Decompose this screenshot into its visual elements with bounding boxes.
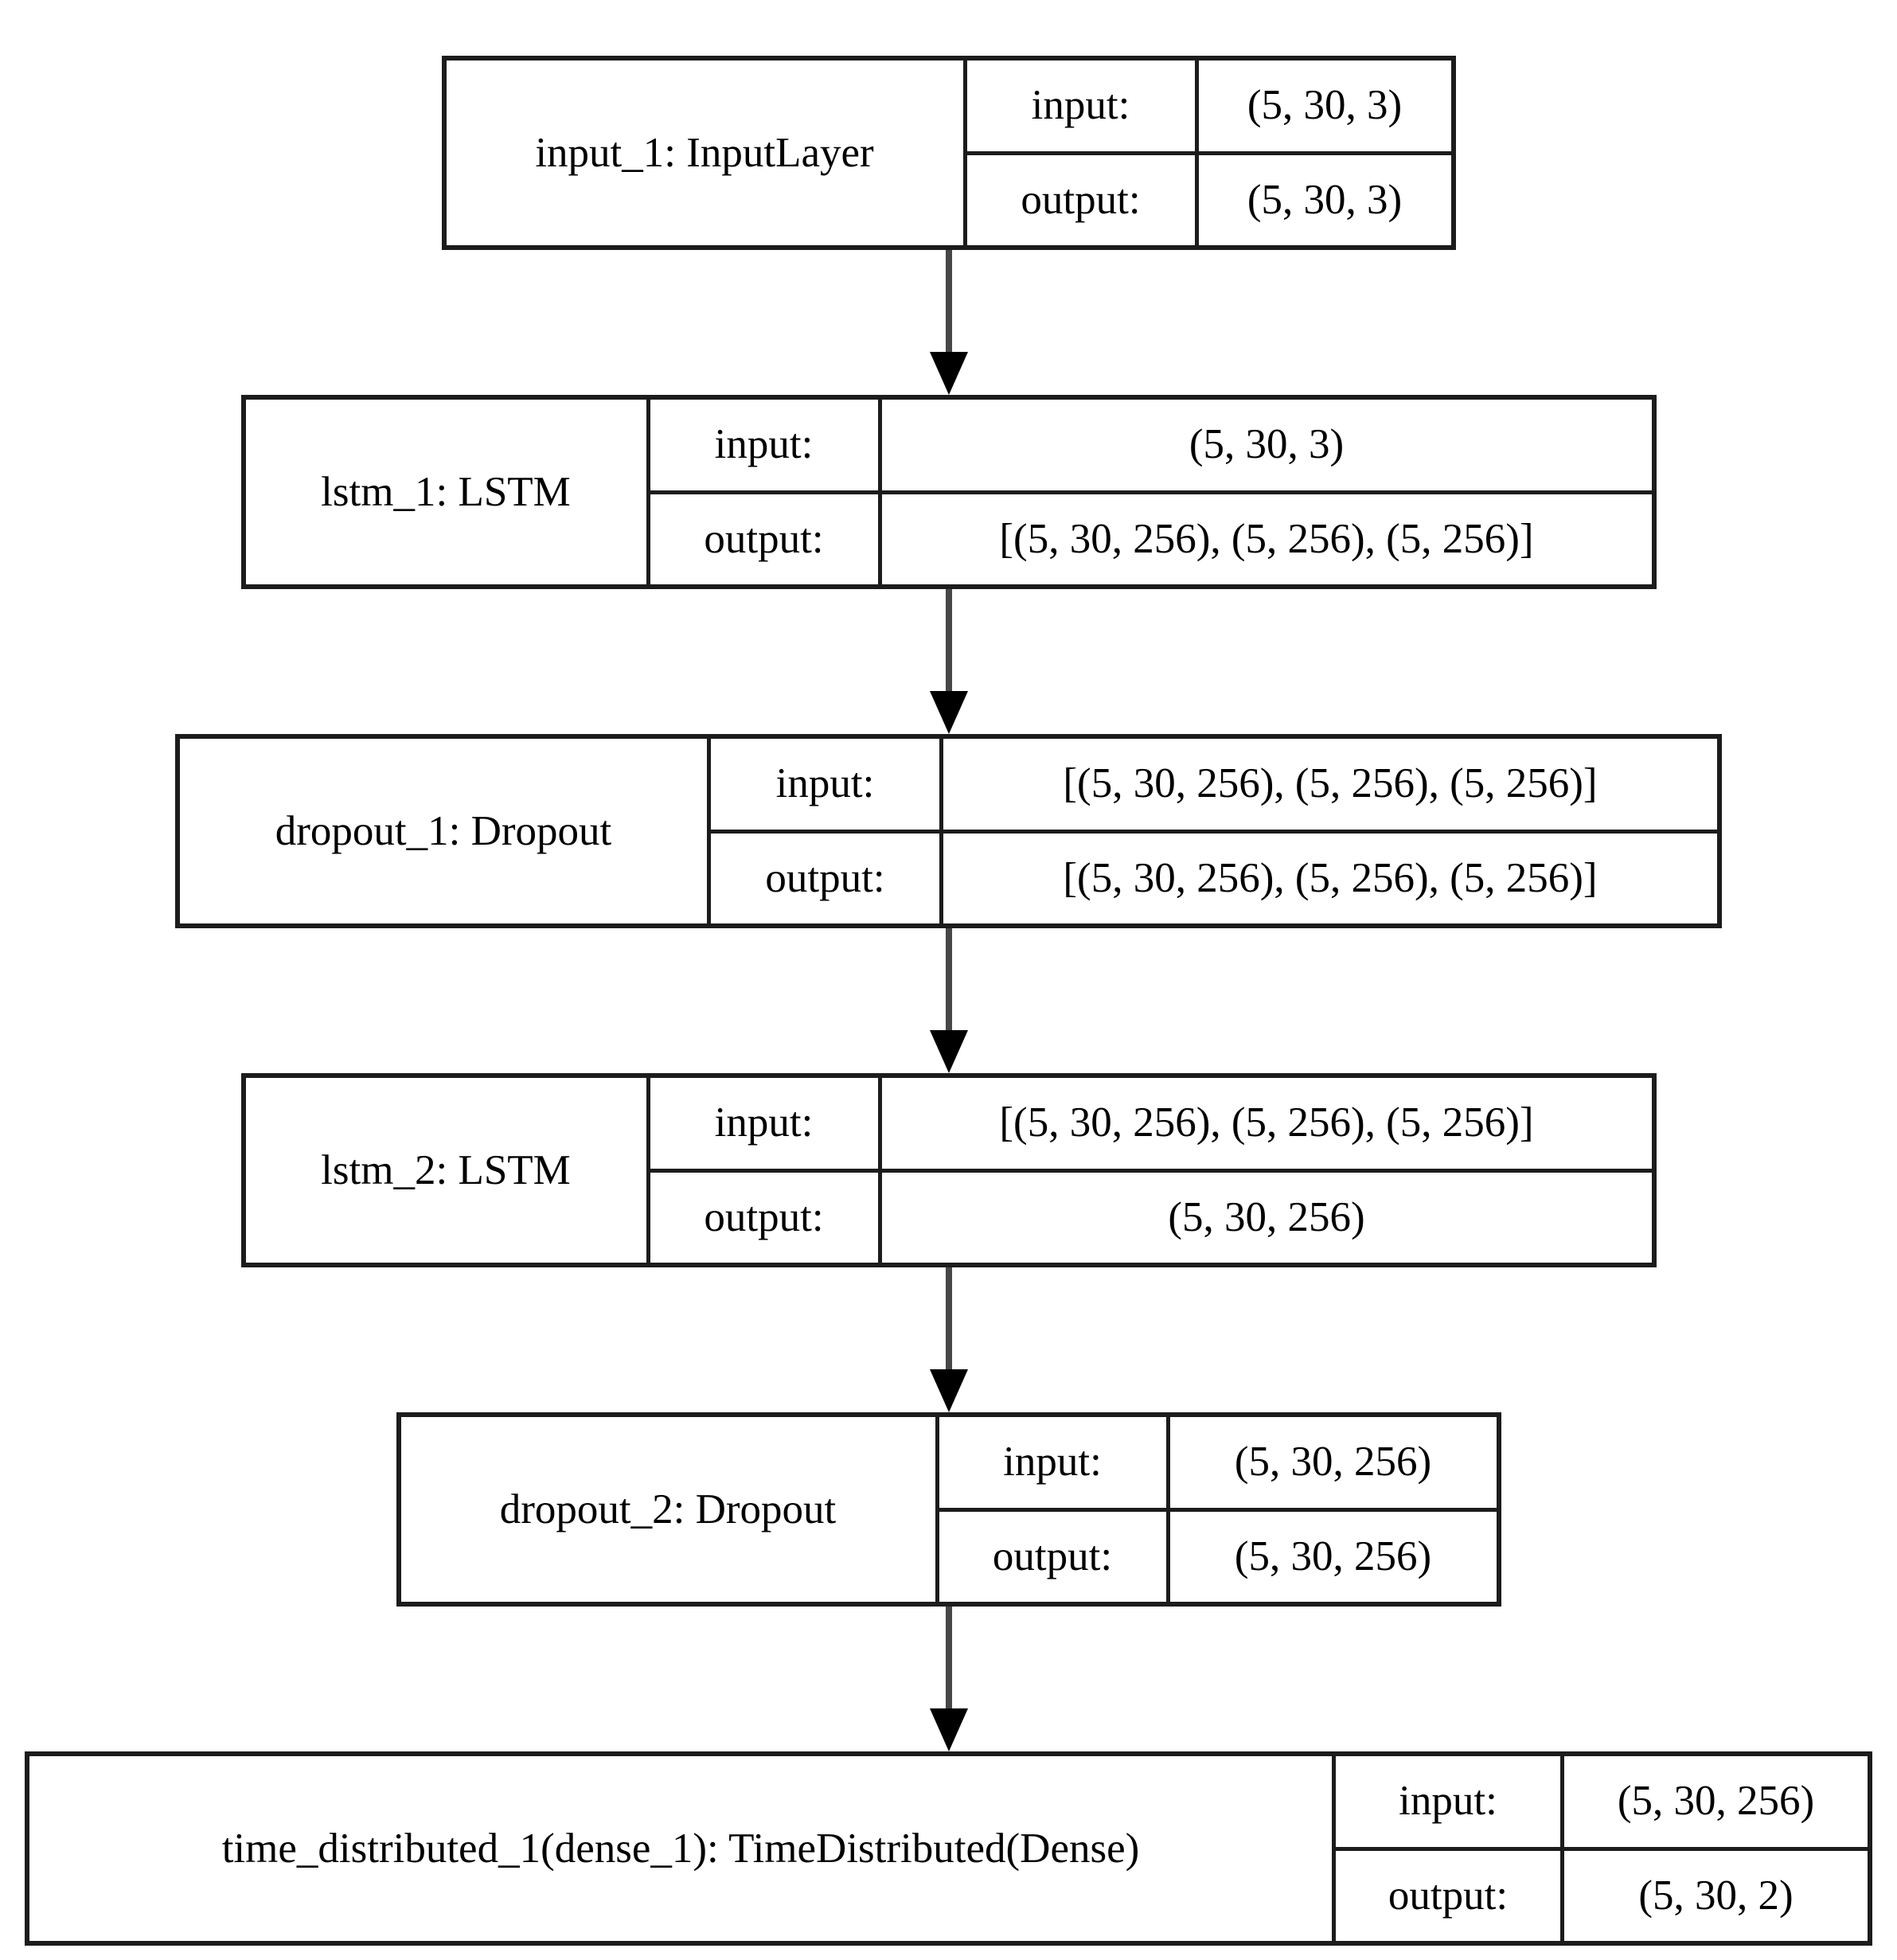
layer-node-lstm-1: lstm_1: LSTM input: (5, 30, 3) output: […	[240, 395, 1657, 589]
output-shape-value: (5, 30, 3)	[1194, 154, 1451, 245]
arrow-shaft	[945, 250, 952, 352]
io-row-output: output: (5, 30, 2)	[1332, 1846, 1868, 1941]
arrow-shaft	[945, 589, 952, 691]
input-shape-value: [(5, 30, 256), (5, 256), (5, 256)]	[877, 1078, 1652, 1169]
layer-io-table: input: [(5, 30, 256), (5, 256), (5, 256)…	[646, 1078, 1652, 1263]
input-shape-value: (5, 30, 256)	[1560, 1756, 1868, 1847]
output-shape-value: (5, 30, 256)	[1165, 1511, 1497, 1602]
output-key-label: output:	[935, 1511, 1166, 1602]
io-row-input: input: (5, 30, 256)	[935, 1417, 1497, 1508]
flow-arrow	[929, 928, 968, 1073]
output-shape-value: (5, 30, 2)	[1560, 1850, 1868, 1941]
output-key-label: output:	[1332, 1850, 1560, 1941]
input-key-label: input:	[935, 1417, 1166, 1508]
flow-arrow	[929, 1607, 968, 1751]
layer-name-label: lstm_2: LSTM	[321, 1146, 571, 1193]
input-key-label: input:	[707, 739, 939, 830]
io-row-input: input: (5, 30, 3)	[646, 400, 1652, 490]
output-key-label: output:	[962, 154, 1195, 245]
io-row-output: output: [(5, 30, 256), (5, 256), (5, 256…	[646, 490, 1652, 584]
output-shape-value: (5, 30, 256)	[877, 1172, 1652, 1263]
arrow-down-icon	[929, 691, 968, 734]
arrow-shaft	[945, 1267, 952, 1369]
input-shape-value: (5, 30, 3)	[877, 400, 1652, 490]
input-key-label: input:	[646, 400, 878, 490]
arrow-down-icon	[929, 1030, 968, 1073]
io-row-output: output: (5, 30, 3)	[962, 150, 1451, 245]
layer-name-label: dropout_1: Dropout	[275, 807, 612, 854]
layer-name-label: input_1: InputLayer	[535, 129, 874, 176]
layer-node-dropout-1: dropout_1: Dropout input: [(5, 30, 256),…	[175, 734, 1722, 928]
flow-arrow	[929, 1267, 968, 1412]
io-row-input: input: (5, 30, 3)	[962, 61, 1451, 151]
layer-node-lstm-2: lstm_2: LSTM input: [(5, 30, 256), (5, 2…	[240, 1073, 1657, 1267]
layer-name-label: time_distributed_1(dense_1): TimeDistrib…	[221, 1825, 1140, 1872]
arrow-down-icon	[929, 352, 968, 395]
output-key-label: output:	[707, 833, 939, 923]
output-shape-value: [(5, 30, 256), (5, 256), (5, 256)]	[877, 494, 1652, 584]
flow-arrow	[929, 250, 968, 395]
input-shape-value: (5, 30, 256)	[1165, 1417, 1497, 1508]
io-row-input: input: [(5, 30, 256), (5, 256), (5, 256)…	[707, 739, 1717, 830]
layer-node-dropout-2: dropout_2: Dropout input: (5, 30, 256) o…	[396, 1412, 1501, 1607]
flow-arrow	[929, 589, 968, 734]
layer-io-table: input: (5, 30, 256) output: (5, 30, 2)	[1332, 1756, 1868, 1941]
layer-io-table: input: (5, 30, 256) output: (5, 30, 256)	[935, 1417, 1497, 1602]
input-key-label: input:	[962, 61, 1195, 151]
layer-node-time-distributed-1: time_distributed_1(dense_1): TimeDistrib…	[25, 1751, 1872, 1946]
input-shape-value: [(5, 30, 256), (5, 256), (5, 256)]	[939, 739, 1717, 830]
input-key-label: input:	[1332, 1756, 1560, 1847]
arrow-shaft	[945, 928, 952, 1030]
arrow-down-icon	[929, 1708, 968, 1751]
layer-io-table: input: [(5, 30, 256), (5, 256), (5, 256)…	[707, 739, 1717, 923]
io-row-output: output: (5, 30, 256)	[646, 1168, 1652, 1263]
io-row-output: output: [(5, 30, 256), (5, 256), (5, 256…	[707, 829, 1717, 923]
io-row-input: input: [(5, 30, 256), (5, 256), (5, 256)…	[646, 1078, 1652, 1169]
layer-io-table: input: (5, 30, 3) output: [(5, 30, 256),…	[646, 400, 1652, 584]
output-key-label: output:	[646, 1172, 878, 1263]
arrow-shaft	[945, 1607, 952, 1708]
layer-io-table: input: (5, 30, 3) output: (5, 30, 3)	[962, 61, 1451, 245]
io-row-input: input: (5, 30, 256)	[1332, 1756, 1868, 1847]
output-key-label: output:	[646, 494, 878, 584]
output-shape-value: [(5, 30, 256), (5, 256), (5, 256)]	[939, 833, 1717, 923]
arrow-down-icon	[929, 1369, 968, 1412]
layer-name-label: lstm_1: LSTM	[321, 468, 571, 515]
layer-name-label: dropout_2: Dropout	[499, 1486, 837, 1532]
io-row-output: output: (5, 30, 256)	[935, 1507, 1497, 1602]
input-shape-value: (5, 30, 3)	[1194, 61, 1451, 151]
layer-node-input-1: input_1: InputLayer input: (5, 30, 3) ou…	[441, 56, 1456, 250]
input-key-label: input:	[646, 1078, 878, 1169]
